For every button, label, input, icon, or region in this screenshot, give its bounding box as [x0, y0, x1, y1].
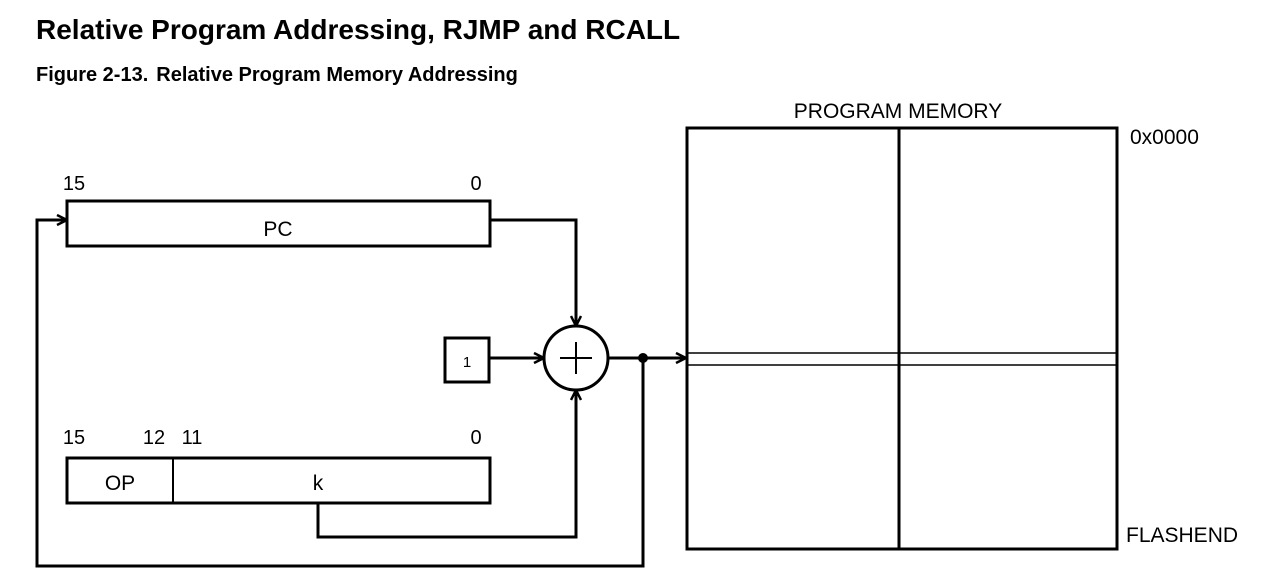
instruction-box — [65, 456, 492, 505]
k-to-adder-arrow — [316, 390, 576, 539]
constant-one-box: 1 — [443, 336, 491, 384]
op-field-label: OP — [105, 472, 135, 495]
instr-bit-12-label: 12 — [143, 427, 165, 449]
feedback-to-pc-arrow — [35, 220, 645, 568]
end-address-label: FLASHEND — [1126, 524, 1238, 547]
program-memory: PROGRAM MEMORY 0x0000 FLASHEND — [685, 100, 1238, 551]
connections — [35, 218, 686, 568]
pc-bit-high-label: 15 — [63, 173, 85, 195]
k-field-label: k — [313, 472, 324, 495]
pc-register-box — [65, 199, 492, 248]
pc-register: PC 15 0 — [63, 173, 492, 248]
pc-label: PC — [263, 218, 292, 241]
figure-title: Relative Program Memory Addressing — [156, 64, 518, 86]
instr-bit-11-label: 11 — [182, 427, 203, 449]
pc-to-adder-arrow — [490, 218, 576, 326]
program-memory-title: PROGRAM MEMORY — [794, 100, 1002, 123]
start-address-label: 0x0000 — [1130, 126, 1199, 149]
instr-bit-0-label: 0 — [470, 427, 481, 449]
program-memory-box — [685, 126, 1119, 551]
figure-number: Figure 2-13. — [36, 64, 149, 86]
section-heading: Relative Program Addressing, RJMP and RC… — [36, 14, 681, 45]
adder — [542, 324, 610, 392]
constant-one-label: 1 — [463, 354, 471, 371]
instr-bit-15-label: 15 — [63, 427, 85, 449]
junction-dot — [638, 353, 648, 363]
instruction-word: OP k 15 12 11 0 — [63, 427, 492, 505]
figure-caption: Figure 2-13. Relative Program Memory Addr… — [36, 64, 518, 87]
pc-bit-low-label: 0 — [470, 173, 481, 195]
